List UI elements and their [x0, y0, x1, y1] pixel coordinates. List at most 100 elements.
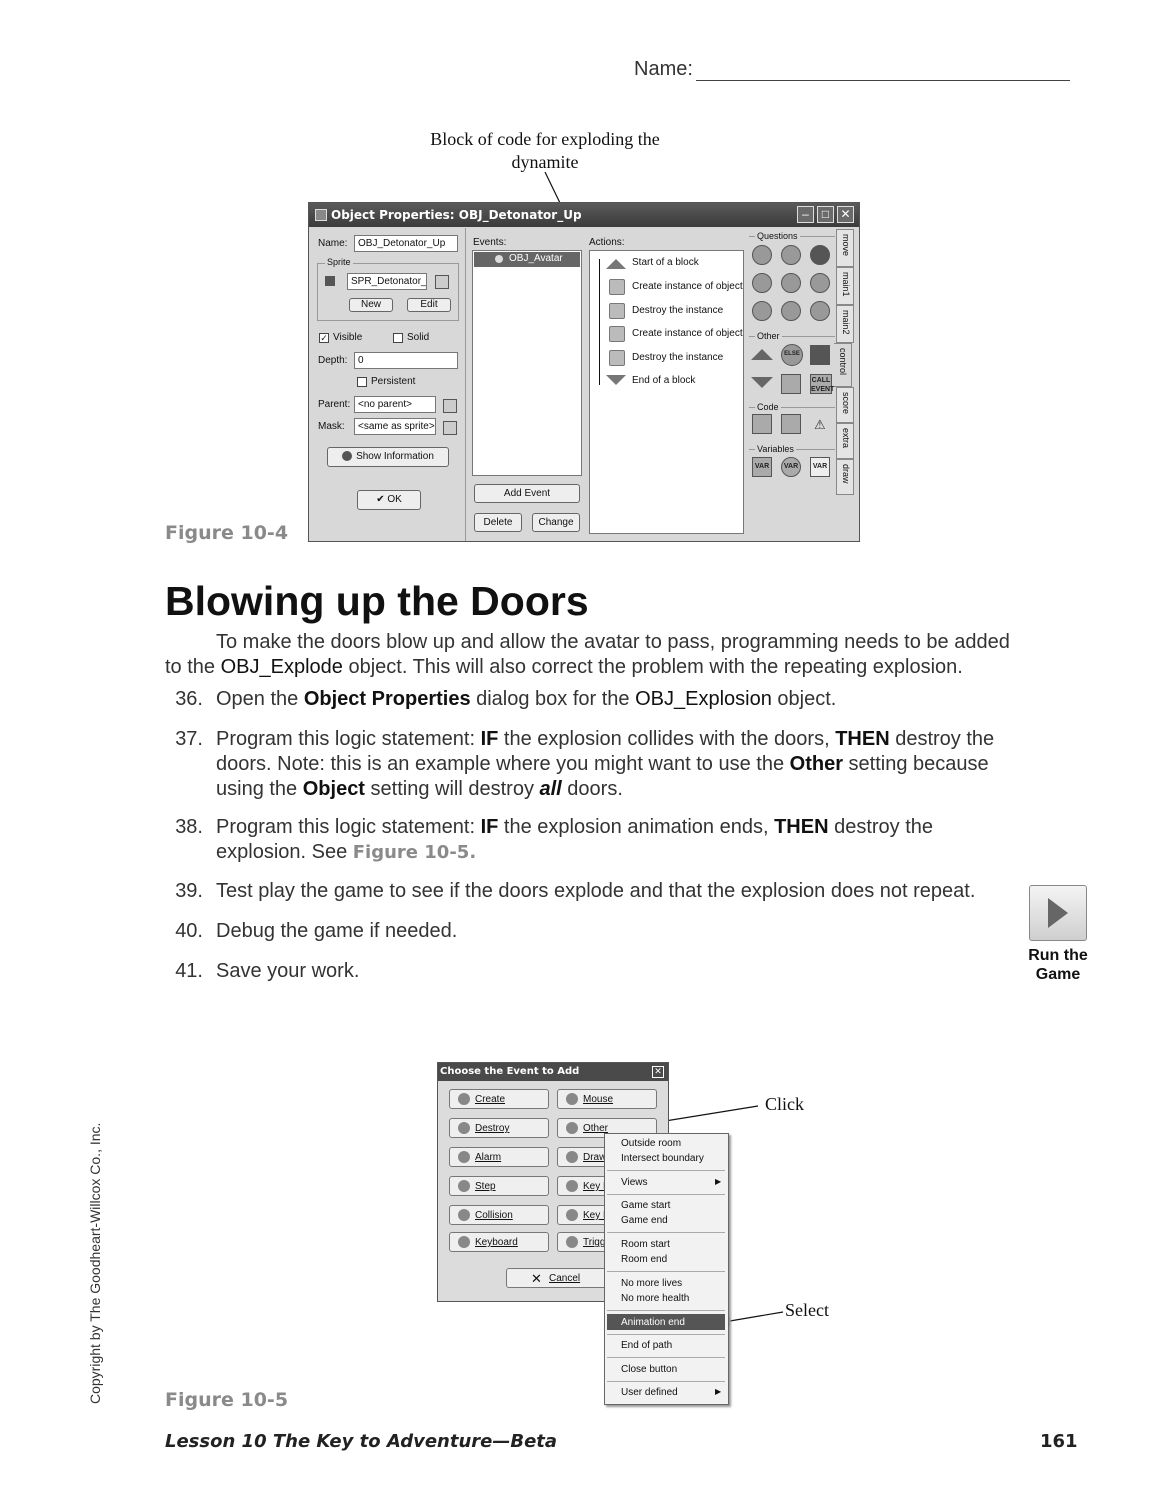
menu-item-end-of-path[interactable]: End of path [621, 1340, 673, 1351]
ok-button[interactable]: ✔ OK [357, 490, 421, 510]
destroy-event-button[interactable]: Destroy [449, 1118, 549, 1138]
menu-item-animation-end[interactable]: Animation end [621, 1317, 685, 1328]
start-block-icon[interactable] [751, 349, 773, 360]
change-button[interactable]: Change [532, 513, 580, 532]
tab-main2[interactable]: main2 [836, 305, 854, 343]
test-instance-count-icon[interactable] [752, 273, 772, 293]
name-field[interactable]: OBJ_Detonator_Up [354, 235, 458, 252]
alarm-event-button[interactable]: Alarm [449, 1147, 549, 1167]
edit-button[interactable]: Edit [407, 298, 451, 312]
mask-field[interactable]: <same as sprite> [354, 418, 436, 435]
repeat-icon[interactable] [781, 374, 801, 394]
menu-highlight [607, 1314, 725, 1330]
set-variable-icon[interactable]: VAR [752, 457, 772, 477]
create-instance-icon [609, 279, 625, 295]
check-mouse-icon[interactable] [781, 301, 801, 321]
visible-checkbox[interactable]: ✓ [319, 333, 329, 343]
check-grid-icon[interactable] [810, 301, 830, 321]
destroy-label: Destroy [475, 1123, 510, 1134]
tab-score[interactable]: score [836, 387, 854, 423]
page-number: 161 [1040, 1431, 1078, 1452]
menu-item-intersect-boundary[interactable]: Intersect boundary [621, 1153, 704, 1164]
action-row[interactable]: Create instance of object [632, 328, 743, 339]
exit-event-icon[interactable] [810, 345, 830, 365]
comment-icon[interactable]: ⚠ [814, 417, 826, 432]
menu-item-room-start[interactable]: Room start [621, 1239, 670, 1250]
other-label: Other [583, 1123, 609, 1134]
parent-menu-icon[interactable] [443, 399, 457, 413]
tab-main1[interactable]: main1 [836, 267, 854, 305]
show-information-button[interactable]: Show Information [327, 447, 449, 467]
sprite-menu-icon[interactable] [435, 275, 449, 289]
test-chance-icon[interactable] [781, 273, 801, 293]
keyboard-event-button[interactable]: Keyboard [449, 1232, 549, 1252]
text: setting because [842, 753, 989, 775]
call-event-icon[interactable]: CALL EVENT [810, 374, 834, 394]
maximize-button[interactable]: □ [817, 206, 834, 223]
action-row[interactable]: Destroy the instance [632, 352, 724, 363]
info-icon [342, 451, 353, 462]
check-empty-icon[interactable] [752, 245, 772, 265]
test-expression-icon[interactable] [752, 301, 772, 321]
tab-move[interactable]: move [836, 229, 854, 267]
window-icon [315, 209, 327, 221]
action-row[interactable]: Destroy the instance [632, 305, 724, 316]
run-game-button[interactable] [1029, 885, 1087, 941]
add-event-button[interactable]: Add Event [474, 484, 580, 503]
step-event-button[interactable]: Step [449, 1176, 549, 1196]
tab-extra[interactable]: extra [836, 423, 854, 459]
close-button[interactable]: ✕ [837, 206, 854, 223]
create-event-button[interactable]: Create [449, 1089, 549, 1109]
new-button[interactable]: New [349, 298, 393, 312]
create-icon [458, 1093, 470, 1105]
tab-control[interactable]: control [834, 343, 852, 387]
trigger-label: Trigger [583, 1237, 615, 1248]
end-block-icon[interactable] [751, 377, 773, 388]
step-39: 39. Test play the game to see if the doo… [165, 879, 1005, 904]
delete-button[interactable]: Delete [474, 513, 522, 532]
menu-item-outside-room[interactable]: Outside room [621, 1138, 682, 1149]
persistent-checkbox[interactable] [357, 377, 367, 387]
test-variable-icon[interactable]: VAR [781, 457, 801, 477]
cancel-button[interactable]: ✕Cancel [506, 1268, 610, 1288]
tab-draw-label: draw [841, 464, 851, 484]
actions-list[interactable]: Start of a block Create instance of obje… [589, 250, 744, 534]
execute-code-icon[interactable] [752, 414, 772, 434]
solid-checkbox[interactable] [393, 333, 403, 343]
action-row[interactable]: Start of a block [632, 257, 699, 268]
draw-variable-icon[interactable]: VAR [810, 457, 830, 477]
tab-score-label: score [841, 392, 851, 415]
menu-item-no-more-health[interactable]: No more health [621, 1293, 690, 1304]
else-icon[interactable]: ELSE [781, 344, 803, 366]
menu-item-game-start[interactable]: Game start [621, 1200, 671, 1211]
collision-event-button[interactable]: Collision [449, 1205, 549, 1225]
menu-item-views[interactable]: Views [621, 1177, 648, 1188]
close-button[interactable]: ✕ [652, 1066, 664, 1078]
mask-menu-icon[interactable] [443, 421, 457, 435]
sprite-field[interactable]: SPR_Detonator_U [347, 273, 427, 290]
tab-draw[interactable]: draw [836, 459, 854, 495]
step-icon [458, 1180, 470, 1192]
menu-item-user-defined[interactable]: User defined [621, 1387, 678, 1398]
submenu-arrow-icon: ▶ [715, 1177, 722, 1186]
figure-10-4-caption: Figure 10-4 [165, 522, 289, 544]
menu-item-room-end[interactable]: Room end [621, 1254, 668, 1265]
check-collision-icon[interactable] [781, 245, 801, 265]
depth-field[interactable]: 0 [354, 352, 458, 369]
action-row[interactable]: Create instance of object [632, 281, 743, 292]
menu-item-no-more-lives[interactable]: No more lives [621, 1278, 683, 1289]
run-game-line: Run the [1028, 947, 1088, 964]
events-list[interactable]: OBJ_Avatar [472, 250, 582, 476]
menu-item-close-button[interactable]: Close button [621, 1364, 678, 1375]
text: the explosion animation ends, [498, 816, 775, 838]
menu-item-game-end[interactable]: Game end [621, 1215, 668, 1226]
execute-script-icon[interactable] [781, 414, 801, 434]
minimize-button[interactable]: – [797, 206, 814, 223]
parent-field[interactable]: <no parent> [354, 396, 436, 413]
check-question-icon[interactable] [810, 273, 830, 293]
action-row[interactable]: End of a block [632, 375, 696, 386]
check-object-icon[interactable] [810, 245, 830, 265]
keyboard-label: Keyboard [475, 1237, 518, 1248]
mouse-event-button[interactable]: Mouse [557, 1089, 657, 1109]
